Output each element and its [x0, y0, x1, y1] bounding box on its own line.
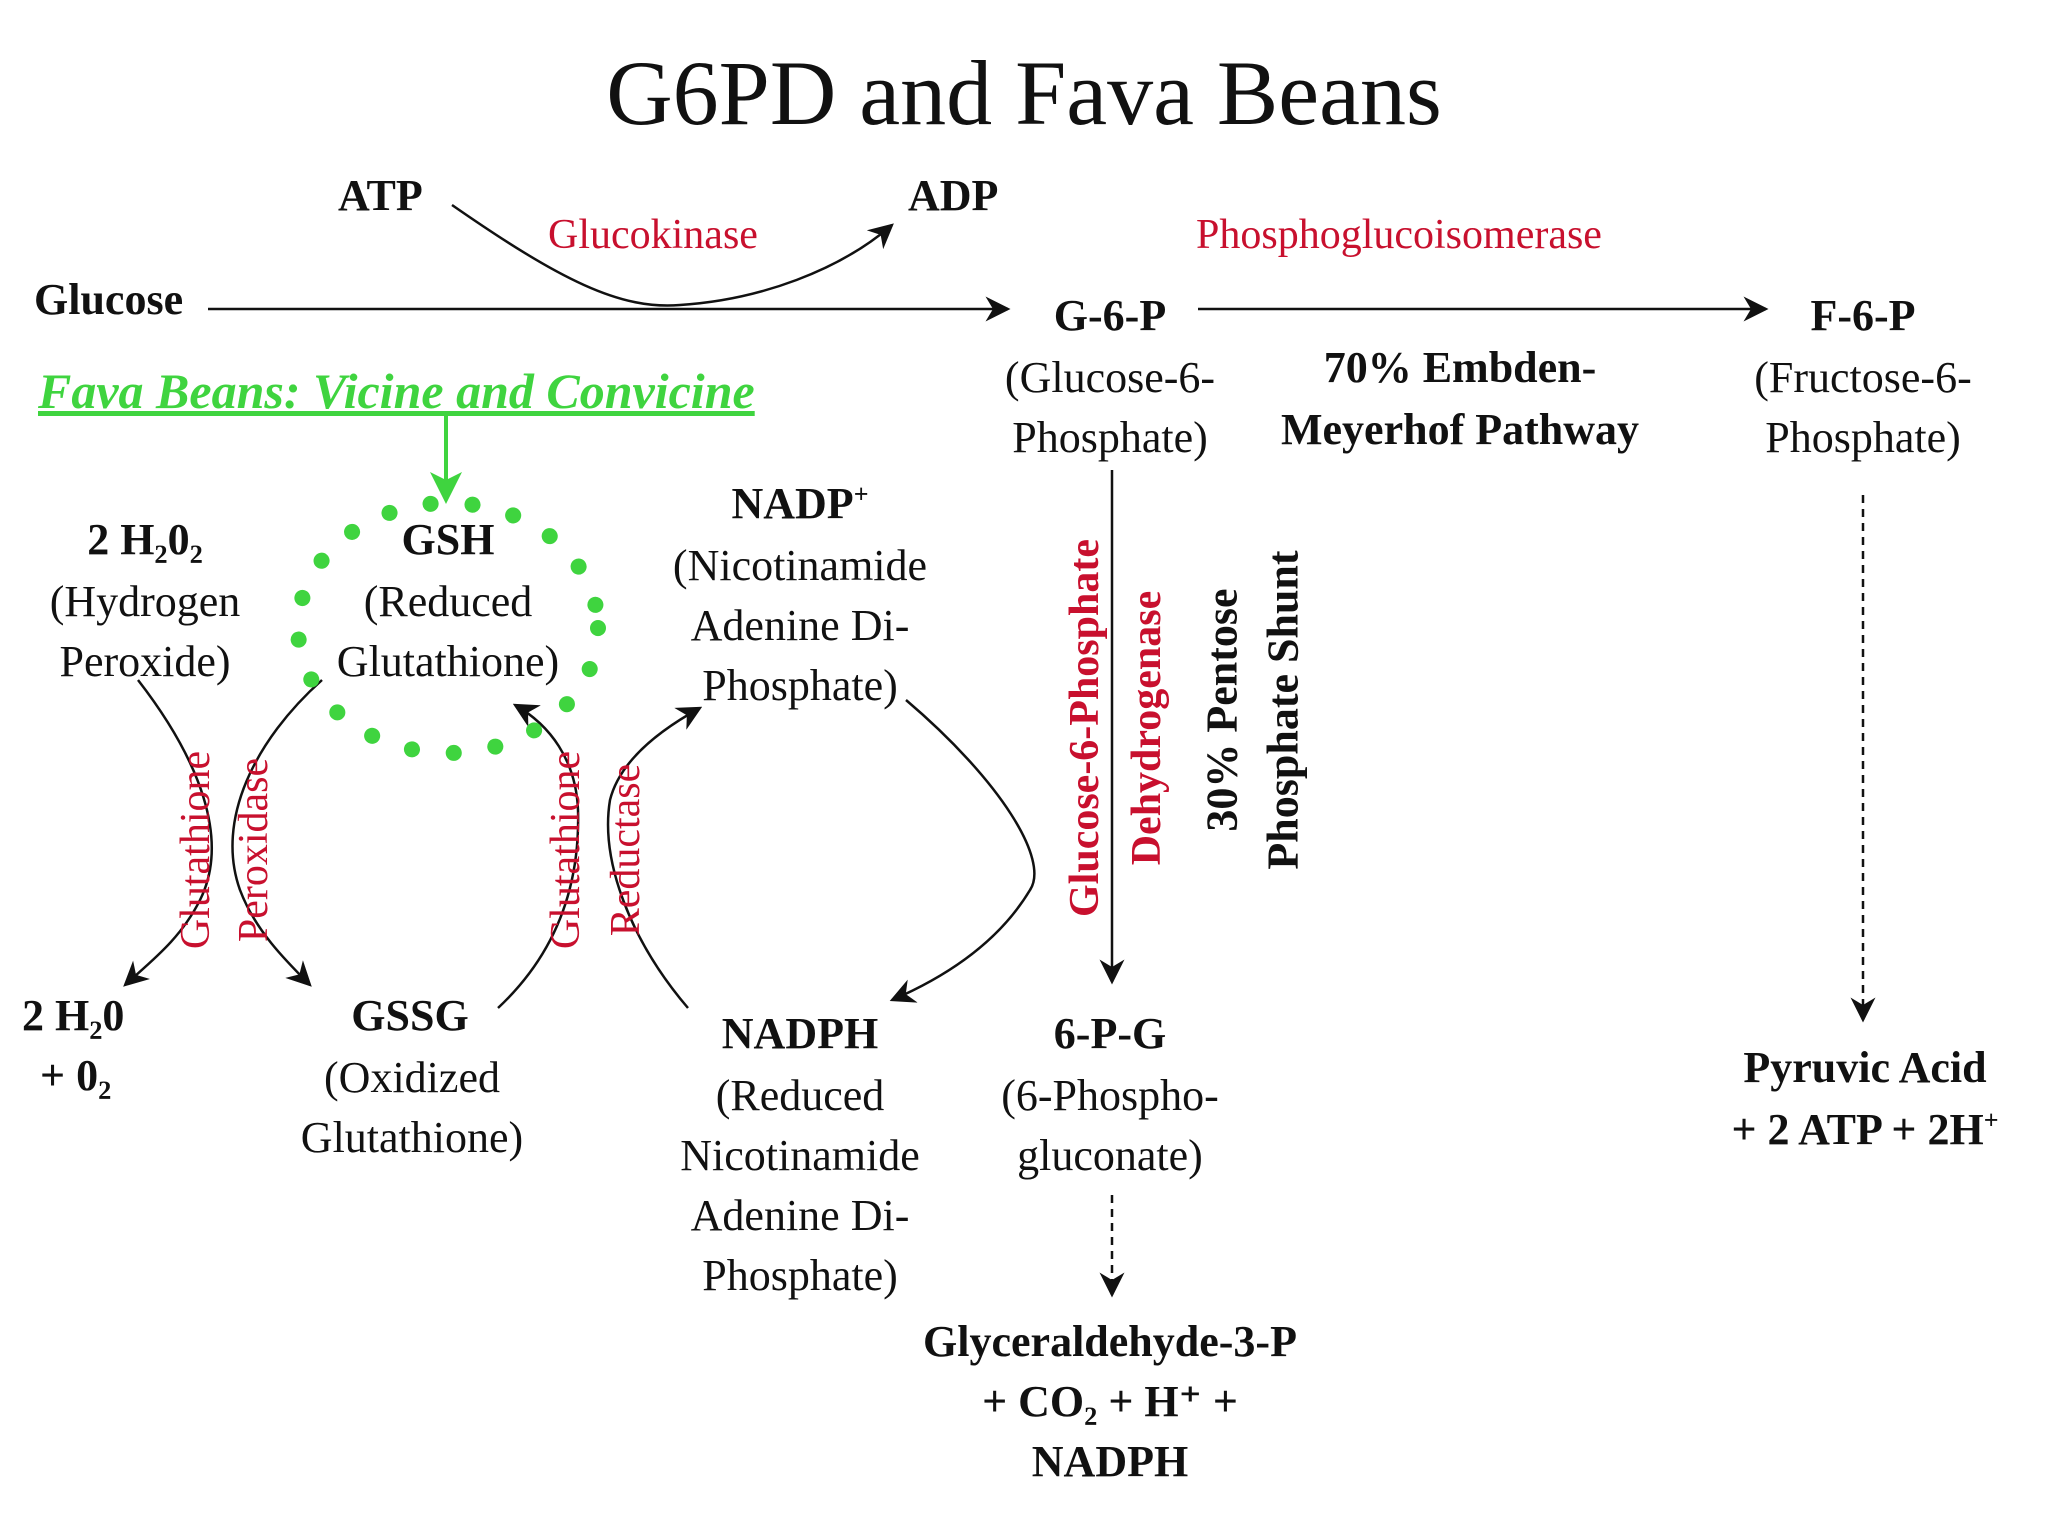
gsh-to-gssg-arrow — [231, 679, 323, 987]
nadph-name: NADPH — [721, 1009, 879, 1058]
reductase-label-line1: Glutathione — [543, 750, 589, 950]
g6pd-label-line2: Dehydrogenase — [1124, 590, 1170, 866]
gssg-name: GSSG — [351, 991, 469, 1040]
gsh-dotted-ring — [290, 495, 606, 761]
nadph-to-nadp-arrow — [606, 706, 703, 1009]
6pg-desc-line1: (6-Phospho- — [1001, 1071, 1219, 1120]
water-line1: 2 H₂0 — [22, 991, 125, 1040]
glucokinase-label: Glucokinase — [548, 212, 758, 258]
reductase-label-line2: Reductase — [603, 763, 649, 937]
gsh-name: GSH — [401, 515, 495, 564]
g6p-name: G-6-P — [1053, 291, 1167, 340]
atp-label: ATP — [338, 171, 423, 220]
gsh-desc-line1: (Reduced — [363, 577, 533, 626]
6pg-name: 6-P-G — [1053, 1009, 1167, 1058]
adp-label: ADP — [908, 171, 999, 220]
glucose-label: Glucose — [34, 275, 184, 324]
f6p-desc-line1: (Fructose-6- — [1754, 353, 1972, 402]
nadph-desc-line2: Nicotinamide — [680, 1131, 920, 1180]
nadp-desc-line1: (Nicotinamide — [672, 541, 928, 590]
gsh-desc-line2: Glutathione) — [336, 637, 560, 686]
f6p-name: F-6-P — [1810, 291, 1916, 340]
emp-line2: Meyerhof Pathway — [1280, 405, 1639, 454]
6pg-desc-line2: gluconate) — [1017, 1131, 1203, 1180]
h2o2-to-water-arrow — [123, 679, 213, 987]
pyruvic-line1: Pyruvic Acid — [1743, 1043, 1987, 1092]
h2o2-desc-line1: (Hydrogen — [49, 577, 241, 626]
gssg-to-gsh-arrow — [497, 703, 580, 1009]
atp-to-adp-arrow — [451, 203, 894, 307]
h2o2-name: 2 H₂0₂ — [87, 515, 203, 564]
pyruvic-line2-sup: + — [1983, 1105, 1999, 1135]
g6p-desc-line1: (Glucose-6- — [1004, 353, 1216, 402]
g6p-desc-line2: Phosphate) — [1012, 413, 1208, 462]
nadp-desc-line3: Phosphate) — [702, 661, 898, 710]
nadph-desc-line3: Adenine Di- — [690, 1191, 910, 1240]
shunt-line1: 30% Pentose — [1197, 588, 1247, 832]
phosphoglucoisomerase-label: Phosphoglucoisomerase — [1196, 212, 1602, 258]
pyruvic-line2-text: + 2 ATP + 2H — [1731, 1105, 1984, 1154]
page-title: G6PD and Fava Beans — [606, 42, 1442, 144]
fava-beans-label: Fava Beans: Vicine and Convicine — [38, 363, 755, 419]
shunt-line2: Phosphate Shunt — [1258, 550, 1308, 870]
water-line2: + 0₂ — [40, 1051, 112, 1100]
nadp-name: NADP+ — [650, 478, 950, 531]
nadp-to-nadph-arrow — [889, 699, 1036, 1003]
h2o2-desc-line2: Peroxide) — [59, 637, 231, 686]
nadp-desc-line2: Adenine Di- — [690, 601, 910, 650]
peroxidase-label-line2: Peroxidase — [231, 757, 277, 943]
nadp-name-text: NADP — [731, 479, 854, 528]
f6p-desc-line2: Phosphate) — [1765, 413, 1961, 462]
nadp-name-sup: + — [853, 479, 869, 509]
nadph-desc-line4: Phosphate) — [702, 1251, 898, 1300]
g3p-line1: Glyceraldehyde-3-P — [923, 1317, 1297, 1366]
emp-line1: 70% Embden- — [1323, 343, 1597, 392]
g3p-line2: + CO₂ + H⁺ + — [982, 1377, 1238, 1426]
nadph-desc-line1: (Reduced — [715, 1071, 885, 1120]
peroxidase-label-line1: Glutathione — [173, 750, 219, 950]
g6pd-label-line1: Glucose-6-Phosphate — [1062, 539, 1108, 917]
pyruvic-line2: + 2 ATP + 2H+ — [1680, 1104, 2048, 1157]
gssg-desc-line2: Glutathione) — [300, 1113, 524, 1162]
gssg-desc-line1: (Oxidized — [324, 1053, 500, 1102]
g3p-line3: NADPH — [1031, 1437, 1189, 1486]
